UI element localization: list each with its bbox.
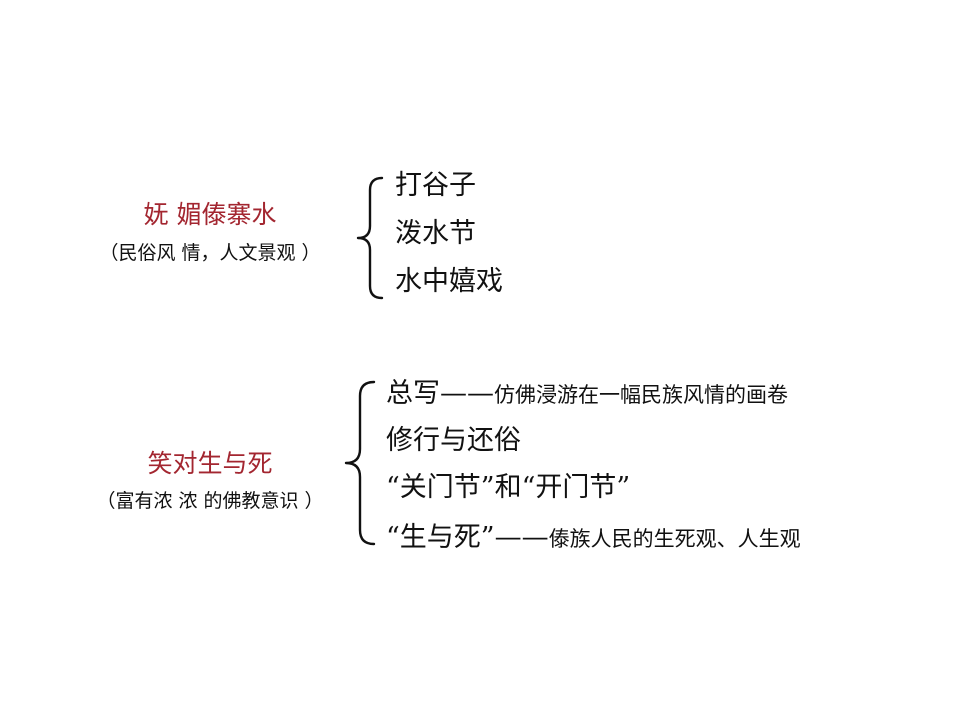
item-main: 泼水节 (395, 218, 476, 249)
group-2-title: 笑对生与死 (147, 449, 273, 478)
item-main: 总写—— (386, 378, 494, 409)
item-main: “关门节”和“开门节” (386, 472, 631, 503)
group-1-item-3: 水中嬉戏 (395, 266, 503, 298)
item-main: 打谷子 (395, 170, 476, 201)
group-1-subtitle: （民俗风 情，人文景观 ） (99, 242, 321, 264)
group-2-item-2: 修行与还俗 (386, 425, 521, 457)
item-detail: 仿佛浸游在一幅民族风情的画卷 (494, 383, 788, 407)
group-2-subtitle: （富有浓 浓 的佛教意识 ） (96, 490, 324, 512)
group-1-brace (356, 176, 384, 300)
group-1-item-2: 泼水节 (395, 218, 476, 250)
group-1-title: 妩 媚傣寨水 (143, 200, 277, 229)
group-2-item-3: “关门节”和“开门节” (386, 472, 630, 504)
group-2-brace (344, 380, 376, 546)
item-main: “生与死”—— (386, 522, 549, 553)
group-2-item-4: “生与死”——傣族人民的生死观、人生观 (386, 522, 801, 555)
item-detail: 傣族人民的生死观、人生观 (548, 527, 801, 551)
group-2-item-1: 总写——仿佛浸游在一幅民族风情的画卷 (386, 378, 788, 411)
item-main: 修行与还俗 (386, 425, 521, 456)
group-1-item-1: 打谷子 (395, 170, 476, 202)
item-main: 水中嬉戏 (395, 266, 503, 297)
